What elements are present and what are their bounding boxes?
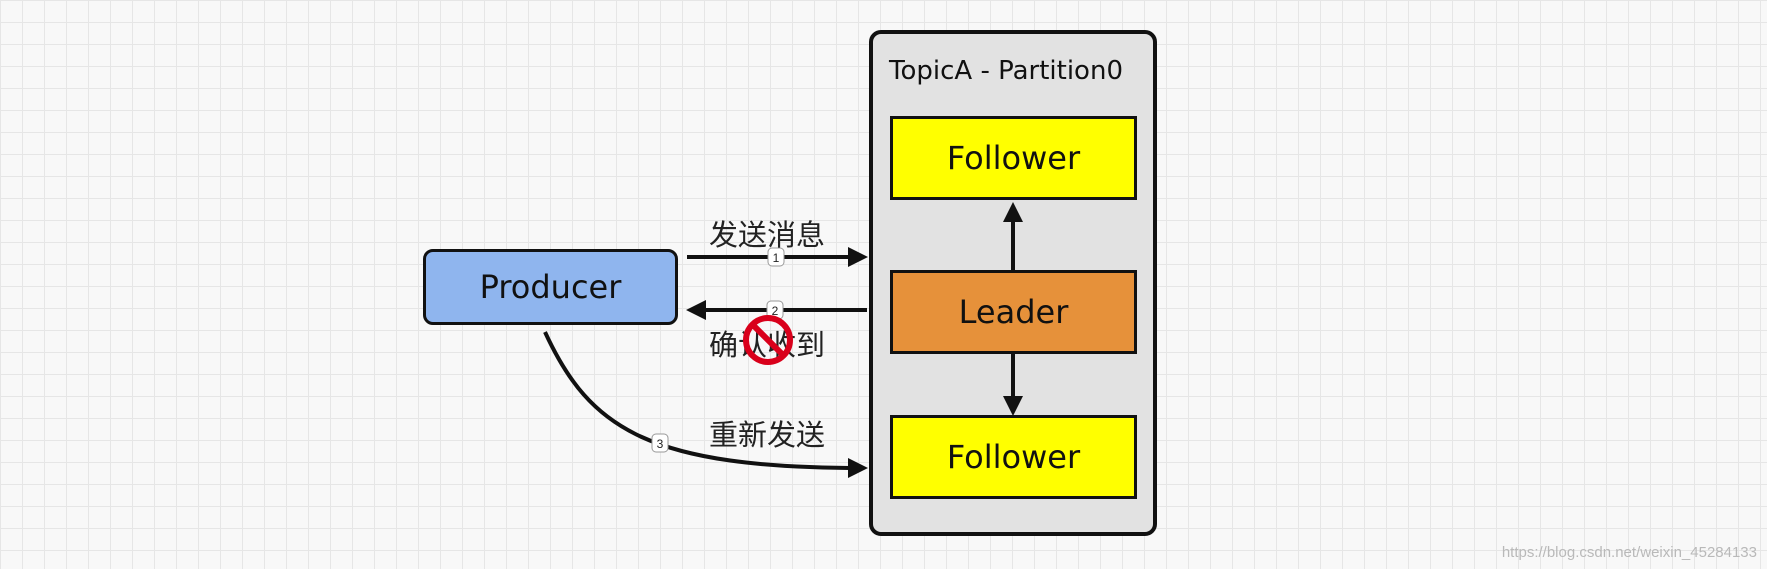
leader-label: Leader	[958, 293, 1069, 331]
follower-bottom-label: Follower	[946, 438, 1081, 476]
producer-label: Producer	[479, 268, 622, 306]
resend-label: 重新发送	[709, 418, 826, 452]
svg-text:2: 2	[772, 304, 779, 318]
send-label: 发送消息	[709, 218, 826, 252]
step-badge-1: 1	[767, 247, 785, 267]
svg-text:1: 1	[773, 251, 780, 265]
partition-title: TopicA - Partition0	[889, 56, 1123, 86]
ack-label: 确认收到	[709, 328, 826, 362]
resend-arrow	[543, 331, 868, 478]
follower-top-label: Follower	[946, 139, 1081, 177]
watermark-text: https://blog.csdn.net/weixin_45284133	[1501, 544, 1757, 561]
producer-box: Producer	[423, 249, 678, 325]
follower-top-box: Follower	[890, 116, 1137, 200]
svg-text:3: 3	[657, 437, 664, 451]
step-badge-3: 3	[651, 433, 669, 453]
follower-bottom-box: Follower	[890, 415, 1137, 499]
leader-box: Leader	[890, 270, 1137, 354]
